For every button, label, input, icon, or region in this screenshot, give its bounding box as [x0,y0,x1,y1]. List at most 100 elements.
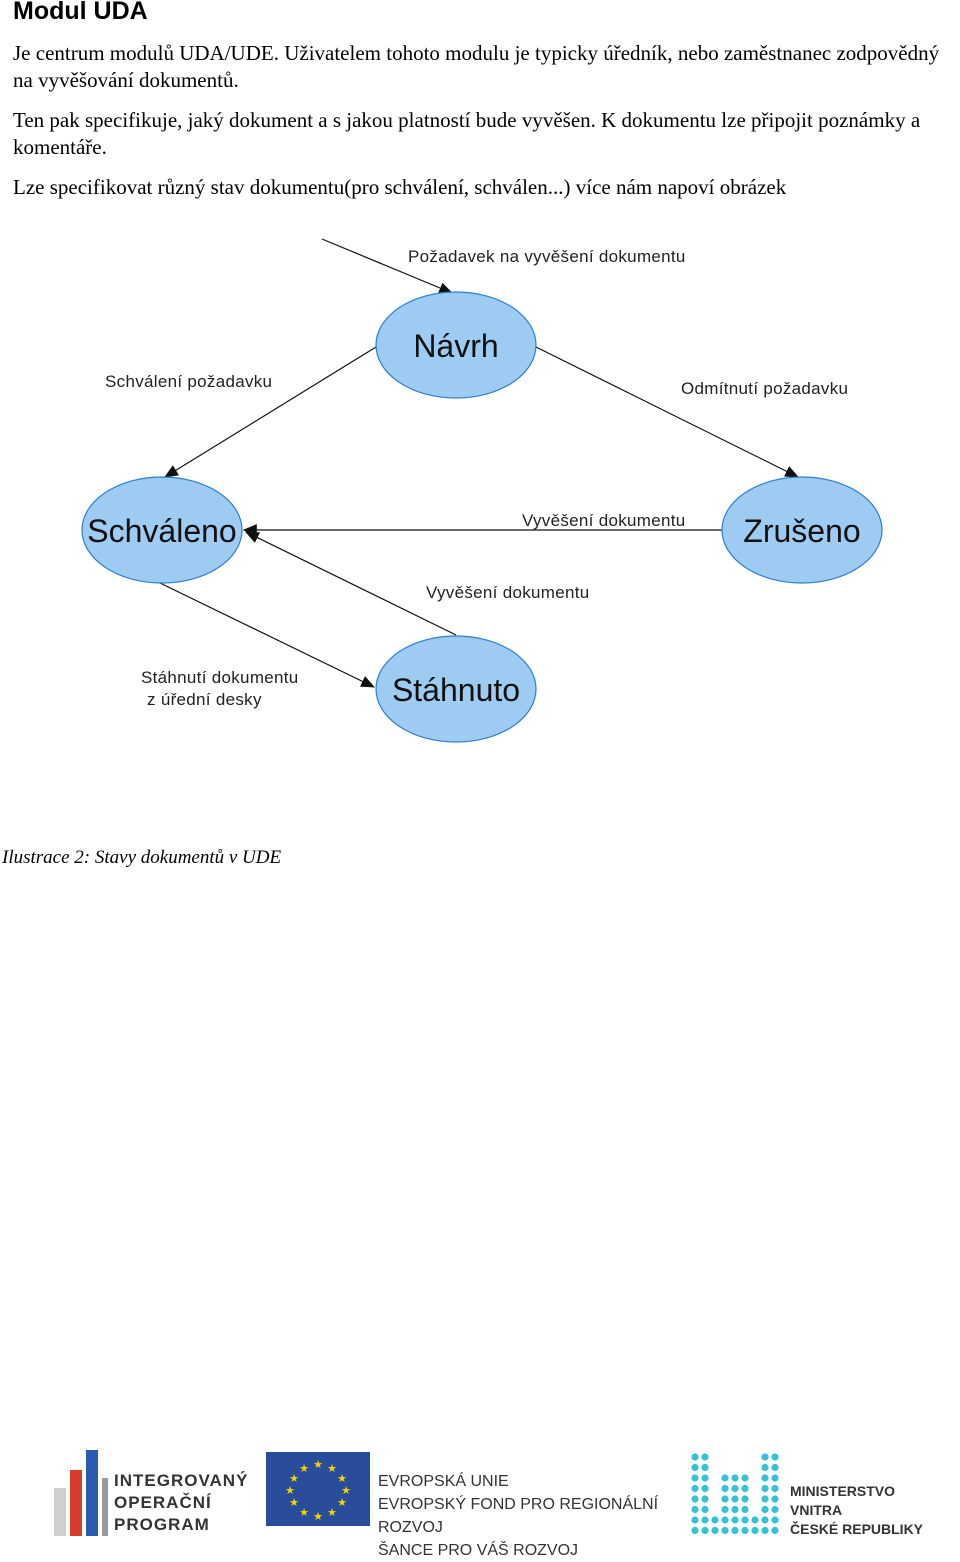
figure-caption: Ilustrace 2: Stavy dokumentů v UDE [2,847,282,868]
iop-line1: INTEGROVANÝ [114,1471,249,1490]
edge-odmitnuti [535,346,800,478]
mv-dot [721,1526,729,1535]
eu-line1: EVROPSKÁ UNIE [378,1473,509,1490]
mv-dot [691,1474,699,1482]
mv-dot [691,1453,699,1461]
mv-dot [691,1463,699,1472]
mv-dot [721,1484,729,1493]
svg-text:★: ★ [337,1496,347,1509]
mv-dot [691,1505,699,1514]
mv-dot [701,1453,709,1461]
mv-dot [711,1516,719,1524]
document-state-diagram: Návrh Schváleno Zrušeno Stáhnuto Požadav… [81,238,883,743]
mv-dot [731,1516,739,1524]
svg-text:★: ★ [289,1496,299,1509]
mv-dot [771,1453,779,1461]
edge-pozadavek [321,238,454,294]
mv-dot [721,1495,729,1503]
node-zruseno-label: Zrušeno [743,513,860,549]
mv-dot [751,1526,759,1535]
mv-dot [771,1484,779,1493]
mv-dot [731,1495,739,1503]
mv-dot [771,1474,779,1482]
page-heading: Modul UDA [13,0,148,25]
node-navrh-label: Návrh [413,328,498,364]
mv-dot [711,1526,719,1535]
mv-dot [741,1495,749,1503]
mv-dot [721,1474,729,1482]
mv-dot [721,1505,729,1514]
eu-flag-icon: ★ ★ ★ ★ ★ ★ ★ ★ ★ ★ ★ ★ [266,1452,370,1526]
mv-dot [761,1526,769,1535]
mv-dot [731,1474,739,1482]
svg-text:★: ★ [285,1484,295,1497]
mv-dots-icon [691,1453,779,1535]
state-paragraph: Lze specifikovat různý stav dokumentu(pr… [13,175,787,199]
label-vyveseni-stahnuto: Vyvěšení dokumentu [426,583,590,602]
svg-text:★: ★ [313,1458,323,1471]
mv-dot [761,1516,769,1524]
label-schvaleni: Schválení požadavku [105,372,272,391]
node-stahnuto-label: Stáhnuto [392,672,520,708]
mv-dot [701,1474,709,1482]
label-odmitnuti: Odmítnutí požadavku [681,379,848,398]
node-schvaleno: Schváleno [81,476,243,584]
mv-dot [761,1474,769,1482]
mv-dot [691,1526,699,1535]
label-pozadavek: Požadavek na vyvěšení dokumentu [408,247,686,266]
mv-dot [751,1516,759,1524]
eu-logo: ★ ★ ★ ★ ★ ★ ★ ★ ★ ★ ★ ★ EVROPSKÁ UNIE EV… [266,1452,676,1559]
mv-logo: MINISTERSTVO VNITRA ČESKÉ REPUBLIKY [690,1452,940,1538]
node-stahnuto: Stáhnuto [375,635,537,743]
svg-text:★: ★ [313,1510,323,1523]
label-stahnuti-line2: z úřední desky [147,690,262,709]
node-zruseno: Zrušeno [721,476,883,584]
mv-dot [701,1463,709,1472]
node-schvaleno-label: Schváleno [87,513,236,549]
mv-dot [701,1516,709,1524]
mv-dot [761,1453,769,1461]
mv-dot [701,1526,709,1535]
mv-dot [761,1463,769,1472]
eu-line3: ŠANCE PRO VÁŠ ROZVOJ [378,1542,579,1559]
mv-dot [721,1516,729,1524]
iop-line3: PROGRAM [114,1515,210,1534]
mv-dot [761,1505,769,1514]
iop-line2: OPERAČNÍ [114,1493,212,1512]
label-stahnuti-line1: Stáhnutí dokumentu [141,668,299,687]
mv-dot [741,1505,749,1514]
mv-dot [761,1495,769,1503]
edge-stahnuti [159,582,376,688]
mv-dot [701,1495,709,1503]
label-vyveseni-zruseno: Vyvěšení dokumentu [522,511,686,530]
edge-vyveseni-stahnuto [244,531,457,636]
mv-dot [701,1484,709,1493]
iop-logo: INTEGROVANÝ OPERAČNÍ PROGRAM [54,1450,247,1536]
iop-emblem-icon [54,1450,108,1536]
node-navrh: Návrh [375,291,537,399]
mv-dot [691,1495,699,1503]
mv-dot [741,1474,749,1482]
mv-dot [701,1505,709,1514]
mv-dot [761,1484,769,1493]
mv-dot [771,1495,779,1503]
mv-line1: MINISTERSTVO VNITRA [790,1483,896,1518]
svg-text:★: ★ [299,1462,309,1475]
mv-dot [741,1526,749,1535]
svg-text:★: ★ [327,1462,337,1475]
mv-dot [731,1505,739,1514]
mv-dot [691,1516,699,1524]
svg-text:★: ★ [341,1484,351,1497]
edge-schvaleni [164,346,377,478]
mv-dot [771,1505,779,1514]
svg-text:★: ★ [327,1506,337,1519]
spec-paragraph: Ten pak specifikuje, jaký dokument a s j… [13,108,921,159]
mv-dot [771,1526,779,1535]
mv-dot [731,1526,739,1535]
mv-line2: ČESKÉ REPUBLIKY [790,1521,924,1537]
mv-dot [771,1516,779,1524]
mv-dot [771,1463,779,1472]
svg-text:★: ★ [299,1506,309,1519]
mv-dot [741,1516,749,1524]
intro-paragraph: Je centrum modulů UDA/UDE. Uživatelem to… [13,41,940,92]
